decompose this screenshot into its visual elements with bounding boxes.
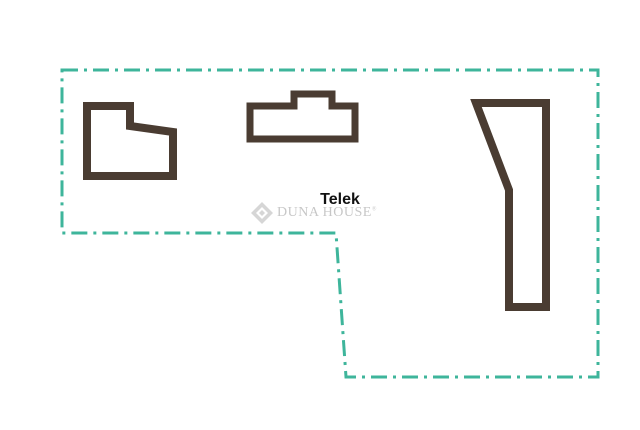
plot-boundary xyxy=(60,68,600,379)
watermark-brand: DUNA HOUSE xyxy=(277,205,372,220)
watermark-registered-mark: ® xyxy=(371,206,377,213)
watermark-text: DUNA HOUSE® xyxy=(277,205,377,221)
building-right xyxy=(470,99,550,311)
duna-house-logo-icon xyxy=(251,202,273,224)
plot-label: Telek xyxy=(320,191,360,208)
building-left xyxy=(83,102,177,180)
duna-house-watermark: DUNA HOUSE® xyxy=(250,201,377,225)
building-middle xyxy=(246,90,359,143)
